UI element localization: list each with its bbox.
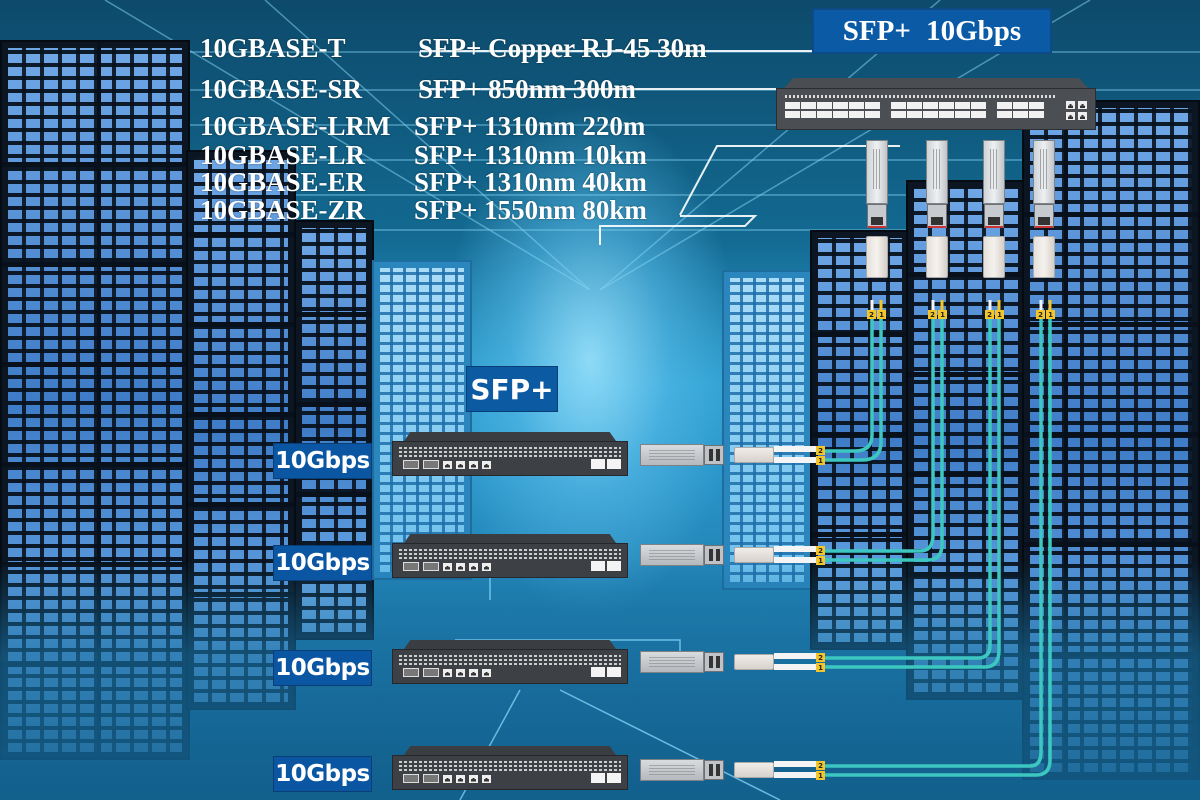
speed-badge: 10Gbps [273,443,372,479]
speed-badge: 10Gbps [273,650,372,686]
fiber-label-2: 2 [816,761,825,770]
sfp-port [607,459,621,469]
sfp-transceiver [640,544,732,566]
console-port-icon [403,668,419,677]
rj45-port-icon [1066,101,1075,109]
rj45-port-icon [469,668,478,677]
console-port-icon [423,668,439,677]
rj45-port-icon [1078,101,1087,109]
rj45-port-icon [443,460,452,469]
rj45-port-icon [469,774,478,783]
sfp-port [591,667,605,677]
console-port-icon [403,774,419,783]
spec-description: SFP+ 1310nm 40km [414,167,647,197]
speed-badge: 10Gbps [273,756,372,792]
fiber-label-1: 1 [938,310,947,319]
fiber-label-2: 2 [1036,310,1045,319]
fiber-label-1: 1 [1046,310,1055,319]
sfp-transceiver [640,444,732,466]
spec-standard: 10GBASE-ER [200,167,366,197]
sfp-speed-banner: SFP+ 10Gbps [812,8,1052,54]
spec-description: SFP+ 850nm 300m [418,74,636,104]
rj45-port-icon [482,668,491,677]
sfp-port [591,773,605,783]
access-switch [392,432,628,476]
rj45-port-icon [456,774,465,783]
access-switch [392,640,628,684]
fiber-label-2: 2 [867,310,876,319]
spec-standard: 10GBASE-LRM [200,111,391,141]
rj45-port-icon [482,562,491,571]
spec-standard: 10GBASE-LR [200,140,366,170]
server-rack-left-4 [372,260,472,580]
console-port-icon [403,562,419,571]
sfp-label: SFP+ [466,366,558,412]
sfp-port [607,561,621,571]
rj45-port-icon [1066,112,1075,120]
access-switch [392,534,628,578]
spec-description: SFP+ 1550nm 80km [414,195,647,225]
sfp-port [607,773,621,783]
fiber-label-2: 2 [816,546,825,555]
spec-standard: 10GBASE-ZR [200,195,366,225]
spec-standard: 10GBASE-SR [200,74,363,104]
rj45-port-icon [469,562,478,571]
fiber-label-2: 2 [816,653,825,662]
console-port-icon [423,460,439,469]
rj45-port-icon [1078,112,1087,120]
sfp-port [607,667,621,677]
speed-badge: 10Gbps [273,545,372,581]
lc-connector [734,654,774,670]
core-switch [776,78,1096,130]
sfp-port [591,459,605,469]
console-port-icon [403,460,419,469]
fiber-label-2: 2 [816,446,825,455]
access-switch [392,746,628,790]
spec-description: SFP+ 1310nm 10km [414,140,647,170]
fiber-label-1: 1 [816,556,825,565]
fiber-label-2: 2 [928,310,937,319]
fiber-label-1: 1 [995,310,1004,319]
rj45-port-icon [443,562,452,571]
rj45-port-icon [456,460,465,469]
rj45-port-icon [456,668,465,677]
rj45-port-icon [482,460,491,469]
lc-connector [734,762,774,778]
spec-description: SFP+ Copper RJ-45 30m [418,33,707,63]
spec-standard: 10GBASE-T [200,33,346,63]
lc-connector [734,547,774,563]
rj45-port-icon [482,774,491,783]
server-rack-right-4 [722,270,812,590]
spec-description: SFP+ 1310nm 220m [414,111,646,141]
rj45-port-icon [443,774,452,783]
fiber-label-1: 1 [816,771,825,780]
console-port-icon [423,774,439,783]
fiber-label-1: 1 [816,456,825,465]
rj45-port-icon [443,668,452,677]
sfp-transceiver [640,759,732,781]
lc-connector [734,447,774,463]
console-port-icon [423,562,439,571]
fiber-label-2: 2 [985,310,994,319]
fiber-label-1: 1 [877,310,886,319]
fiber-label-1: 1 [816,663,825,672]
sfp-transceiver [640,651,732,673]
rj45-port-icon [469,460,478,469]
rj45-port-icon [456,562,465,571]
sfp-port [591,561,605,571]
